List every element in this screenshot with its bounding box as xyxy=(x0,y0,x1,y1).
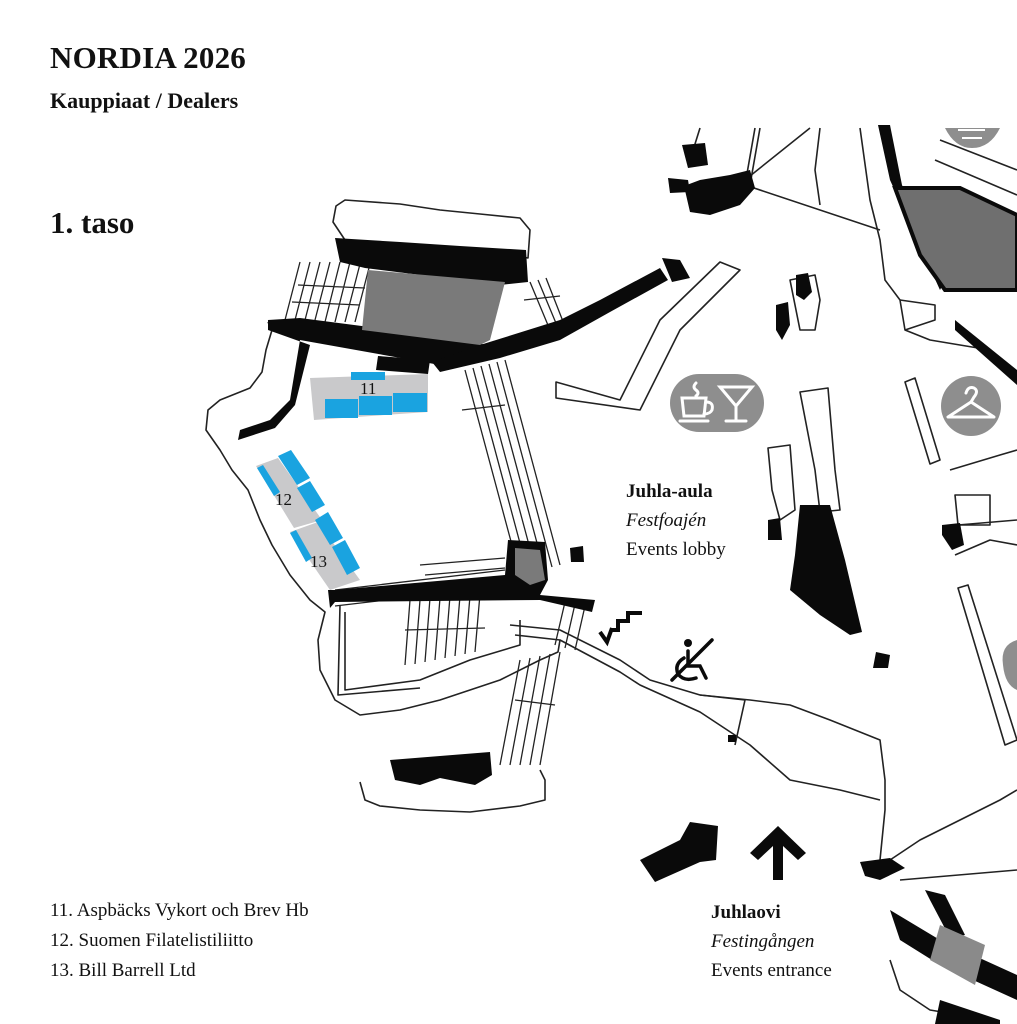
booth-stand xyxy=(351,372,385,380)
booth-stand xyxy=(290,530,312,562)
partial-icon-right xyxy=(1002,640,1017,690)
room-gray-top xyxy=(362,270,505,345)
booth-number-11: 11 xyxy=(360,379,376,398)
floor-level-label: 1. taso xyxy=(50,205,135,240)
page-subtitle: Kauppiaat / Dealers xyxy=(50,88,239,113)
booth-stand xyxy=(278,450,310,485)
partial-icon-top xyxy=(945,128,1000,148)
area-label-events-entrance: Juhlaovi Festingången Events entrance xyxy=(711,898,832,985)
wall-line xyxy=(744,127,811,181)
room-gray-right xyxy=(892,186,1017,292)
gray-rooms xyxy=(362,186,1017,985)
area-label-events-lobby: Juhla-aula Festfoajén Events lobby xyxy=(626,477,726,564)
room-gray-entrance xyxy=(930,925,985,985)
page-title: NORDIA 2026 xyxy=(50,40,246,75)
legend-item: 13. Bill Barrell Ltd xyxy=(50,960,196,981)
stairs-down-icon xyxy=(598,611,642,647)
wall-outline xyxy=(555,261,741,411)
booth-11[interactable]: 11 xyxy=(310,372,428,420)
booth-stand xyxy=(257,465,280,496)
cloakroom-icon xyxy=(941,376,1001,436)
wall-outline xyxy=(957,519,1017,526)
legend-item: 11. Aspbäcks Vykort och Brev Hb xyxy=(50,900,309,921)
wall-outline xyxy=(957,584,1017,746)
wall-outline xyxy=(949,449,1017,471)
booth-stand xyxy=(315,512,343,545)
corridor xyxy=(889,789,1017,861)
terrain-outline-left xyxy=(205,321,561,716)
booth-number-12: 12 xyxy=(275,490,292,509)
dealer-legend: 11. Aspbäcks Vykort och Brev Hb 12. Suom… xyxy=(50,896,309,986)
legend-item: 12. Suomen Filatelistiliitto xyxy=(50,930,254,951)
area-name-sv: Festingången xyxy=(711,931,815,952)
booth-stand xyxy=(359,396,392,415)
wall-line xyxy=(744,184,881,231)
corridor xyxy=(514,634,881,801)
wall-outline xyxy=(789,274,821,331)
booth-12[interactable]: 12 xyxy=(256,450,325,528)
wall-line xyxy=(814,127,821,206)
wall-outline xyxy=(767,444,796,521)
cafe-bar-icon xyxy=(670,374,764,432)
corridor xyxy=(344,612,521,691)
wall-line xyxy=(939,139,1017,171)
booth-stand xyxy=(325,399,358,418)
booth-13[interactable]: 13 xyxy=(290,512,360,590)
area-name-fi: Juhlaovi xyxy=(711,902,781,923)
room-gray-small xyxy=(515,548,545,585)
booth-number-13: 13 xyxy=(310,552,327,571)
wall-outline xyxy=(899,299,936,331)
area-name-en: Events entrance xyxy=(711,960,832,981)
booth-stand xyxy=(393,393,427,412)
area-name-sv: Festfoajén xyxy=(626,510,707,531)
wall-outline xyxy=(954,494,991,526)
corridor xyxy=(899,869,1017,881)
corridor xyxy=(699,694,746,746)
wall-outline xyxy=(799,387,841,513)
wall-line xyxy=(934,159,1017,196)
terrain-outline-bottom xyxy=(359,769,546,813)
booth-area xyxy=(256,458,322,528)
wall-outline xyxy=(904,377,941,465)
no-wheelchair-access-icon xyxy=(670,638,714,682)
corridor xyxy=(337,604,421,696)
corridor xyxy=(509,624,886,861)
booth-stand xyxy=(332,540,360,575)
booth-area xyxy=(290,522,360,590)
wall-outline xyxy=(954,539,1017,556)
area-name-en: Events lobby xyxy=(626,539,726,560)
area-name-fi: Juhla-aula xyxy=(626,481,713,502)
booth-stand xyxy=(297,481,325,512)
entrance-arrow-icon xyxy=(750,826,806,880)
